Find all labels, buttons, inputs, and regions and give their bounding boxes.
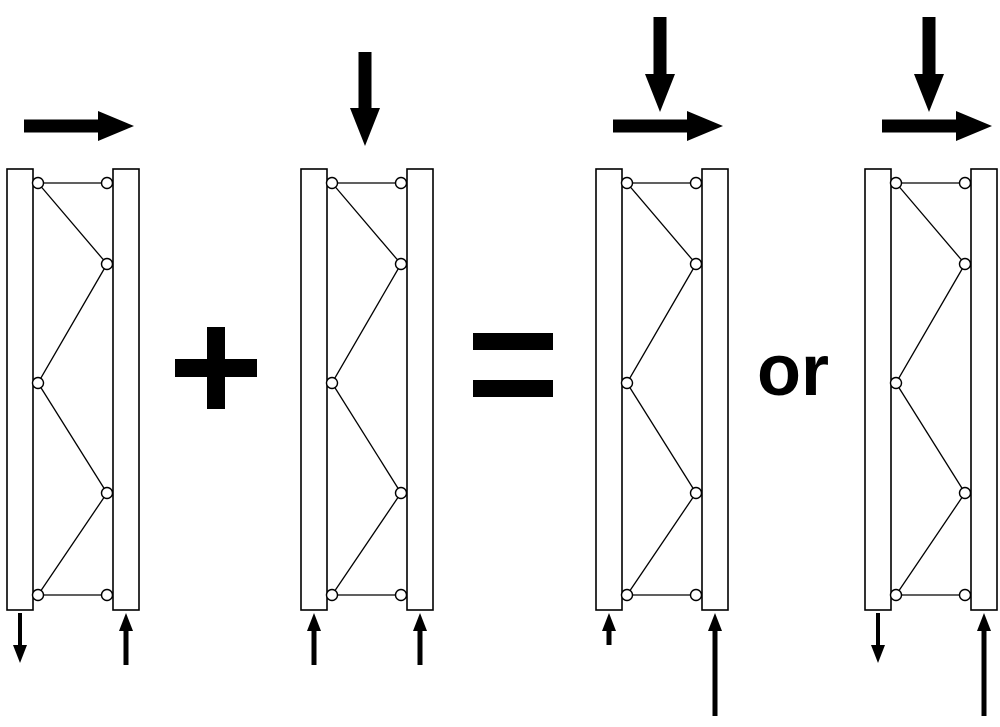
web-member	[37, 182, 108, 265]
joint-node	[958, 588, 972, 602]
web-member	[331, 182, 402, 265]
joint-node	[689, 176, 703, 190]
right-reaction-arrow	[977, 613, 991, 716]
joint-node	[394, 588, 408, 602]
joint-node	[394, 176, 408, 190]
plus-sign: +	[175, 327, 257, 409]
web-members	[620, 176, 703, 602]
joint-node	[620, 376, 634, 390]
panels-layer	[6, 17, 998, 716]
joint-node	[889, 588, 903, 602]
or-label: or	[757, 331, 829, 411]
web-members	[325, 176, 408, 602]
truss-panel-lateral-load	[6, 111, 140, 665]
joint-node	[889, 176, 903, 190]
truss-panel-combined-case-a	[595, 17, 729, 716]
web-member	[37, 263, 108, 384]
equals-sign: =	[473, 333, 553, 397]
joint-node	[394, 486, 408, 500]
web-member	[895, 263, 966, 384]
joint-node	[325, 376, 339, 390]
web-member	[626, 492, 697, 596]
horizontal-load-arrow	[24, 111, 134, 141]
joint-node	[958, 257, 972, 271]
left-column	[864, 168, 892, 611]
joint-node	[100, 486, 114, 500]
joint-node	[31, 376, 45, 390]
horizontal-load-arrow	[882, 111, 992, 141]
right-reaction-arrow	[708, 613, 722, 716]
right-column	[112, 168, 140, 611]
vertical-load-arrow	[645, 17, 675, 112]
joint-node	[620, 588, 634, 602]
joint-node	[100, 257, 114, 271]
right-column	[701, 168, 729, 611]
left-column	[300, 168, 328, 611]
vertical-load-arrow	[350, 52, 380, 146]
joint-node	[31, 176, 45, 190]
right-column	[970, 168, 998, 611]
joint-node	[100, 588, 114, 602]
joint-node	[889, 376, 903, 390]
joint-node	[689, 588, 703, 602]
right-column	[406, 168, 434, 611]
web-member	[626, 263, 697, 384]
web-members	[889, 176, 972, 602]
web-member	[895, 182, 966, 265]
web-member	[626, 182, 697, 265]
left-reaction-arrow	[602, 613, 616, 645]
joint-node	[325, 588, 339, 602]
right-reaction-arrow	[413, 613, 427, 665]
horizontal-load-arrow	[613, 111, 723, 141]
joint-node	[31, 588, 45, 602]
vertical-load-arrow	[914, 17, 944, 112]
web-members	[31, 176, 114, 602]
joint-node	[325, 176, 339, 190]
web-member	[331, 382, 402, 494]
joint-node	[689, 257, 703, 271]
joint-node	[958, 486, 972, 500]
left-column	[6, 168, 34, 611]
left-reaction-arrow	[871, 613, 885, 663]
web-member	[331, 492, 402, 596]
joint-node	[394, 257, 408, 271]
joint-node	[958, 176, 972, 190]
web-member	[895, 382, 966, 494]
truss-panel-combined-case-b	[864, 17, 998, 716]
web-member	[37, 382, 108, 494]
joint-node	[620, 176, 634, 190]
web-member	[37, 492, 108, 596]
joint-node	[689, 486, 703, 500]
joint-node	[100, 176, 114, 190]
left-reaction-arrow	[307, 613, 321, 665]
left-column	[595, 168, 623, 611]
left-reaction-arrow	[13, 613, 27, 663]
web-member	[626, 382, 697, 494]
truss-panel-vertical-load	[300, 52, 434, 665]
right-reaction-arrow	[119, 613, 133, 665]
web-member	[331, 263, 402, 384]
web-member	[895, 492, 966, 596]
